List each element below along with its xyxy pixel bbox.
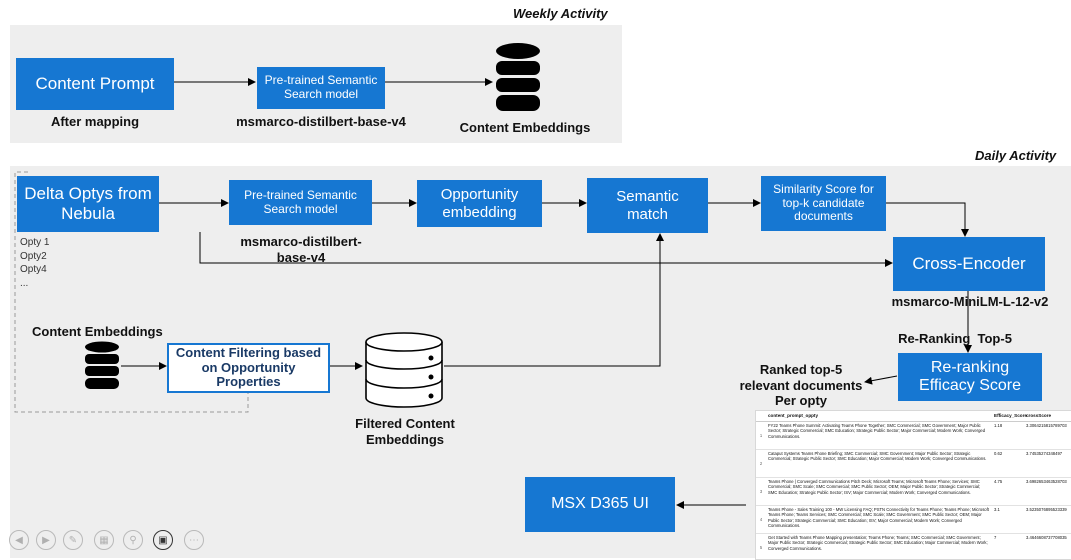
table-row: 3 Teams Phone | Converged Communications… (756, 478, 1071, 506)
zoom-icon[interactable]: ⚲ (123, 530, 143, 550)
back-icon[interactable]: ◀ (9, 530, 29, 550)
weekly-database-icon (496, 43, 540, 111)
table-header: content_prompt_oppty Efficacy_Score cros… (756, 411, 1071, 422)
play-icon[interactable]: ▶ (36, 530, 56, 550)
row-cross: 3.5235076895523339 (1026, 507, 1067, 512)
reranking-efficacy-box: Re-ranking Efficacy Score (898, 353, 1042, 401)
table-row: 4 Teams Phone - Sales Training 100 - MW … (756, 506, 1071, 534)
column-header: content_prompt_oppty (768, 413, 819, 419)
opty-item: Opty2 (20, 250, 47, 262)
cross-encoder-model: msmarco-MiniLM-L-12-v2 (891, 294, 1049, 309)
weekly-title: Weekly Activity (513, 6, 608, 21)
opty-item: Opty 1 (20, 237, 50, 248)
more-icon[interactable]: ⋯ (184, 530, 204, 550)
daily-model-name: msmarco-distilbert-base-v4 (240, 234, 362, 265)
table-row: 1 FY22 Teams Phone Summit: Activating Te… (756, 422, 1071, 450)
pen-icon[interactable]: ✎ (63, 530, 83, 550)
opty-item: Opty4 (20, 264, 47, 275)
row-index: 3 (759, 488, 763, 494)
daily-model-box: Pre-trained Semantic Search model (229, 180, 372, 225)
after-mapping-label: After mapping (50, 114, 140, 129)
row-text: Get Started with Teams Phone Mapping pre… (768, 535, 988, 551)
daily-content-embeddings: Content Embeddings (32, 324, 163, 339)
row-index: 1 (759, 432, 763, 438)
row-text: Teams Phone | Converged Communications P… (768, 479, 981, 495)
row-text: FY22 Teams Phone Summit: Activating Team… (768, 423, 986, 439)
row-cross: 3.6982653463528703 (1026, 479, 1067, 484)
filtered-embeddings-label: Filtered Content Embeddings (355, 416, 455, 447)
row-cross: 3.3064215815789703 (1026, 423, 1067, 428)
daily-title: Daily Activity (975, 148, 1057, 163)
row-text: Cataput Systems Teams Phone Briefing; SM… (768, 451, 987, 462)
table-row: 2 Cataput Systems Teams Phone Briefing; … (756, 450, 1071, 478)
row-efficacy: 1.18 (994, 423, 1003, 428)
semantic-match-box: Semantic match (587, 178, 708, 233)
content-prompt-box: Content Prompt (16, 58, 174, 110)
content-filtering-box: Content Filtering based on Opportunity P… (167, 343, 330, 393)
table-row: 5 Get Started with Teams Phone Mapping p… (756, 534, 1071, 559)
opty-item: ... (20, 277, 29, 289)
similarity-score-box: Similarity Score for top-k candidate doc… (761, 176, 886, 231)
cross-encoder-box: Cross-Encoder (893, 237, 1045, 291)
weekly-model-box: Pre-trained Semantic Search model (257, 67, 385, 109)
delta-optys-box: Delta Optys from Nebula (17, 176, 159, 232)
column-header: Efficacy_Score (994, 413, 1027, 419)
row-efficacy: 4.75 (994, 479, 1003, 484)
row-efficacy: 3.1 (994, 507, 1000, 512)
weekly-model-name: msmarco-distilbert-base-v4 (236, 114, 406, 129)
row-efficacy: 0.62 (994, 451, 1003, 456)
copy-icon[interactable]: ▦ (94, 530, 114, 550)
results-table: content_prompt_oppty Efficacy_Score cros… (755, 410, 1071, 560)
row-text: Teams Phone - Sales Training 100 - MW Li… (768, 507, 989, 528)
weekly-content-embeddings: Content Embeddings (459, 120, 591, 135)
row-cross: 3.74535274348497 (1026, 451, 1063, 456)
opportunity-embedding-box: Opportunity embedding (417, 180, 542, 227)
daily-database-icon (85, 341, 119, 389)
filtered-database-icon (365, 332, 443, 408)
row-index: 4 (759, 516, 763, 522)
row-index: 5 (759, 544, 763, 550)
msx-ui-box: MSX D365 UI (525, 477, 675, 532)
camera-icon[interactable]: ▣ (153, 530, 173, 550)
row-cross: 3.4646608737708035 (1026, 535, 1067, 540)
row-index: 2 (759, 460, 763, 466)
ranked-top5-label: Ranked top-5 relevant documents Per opty (739, 362, 863, 409)
opty-list: Opty 1 Opty2 Opty4 ... (20, 236, 49, 290)
column-header: crossScore (1026, 413, 1052, 419)
row-efficacy: 7 (994, 535, 997, 540)
reranking-top5-label: Re-Ranking Top-5 (898, 331, 1012, 346)
